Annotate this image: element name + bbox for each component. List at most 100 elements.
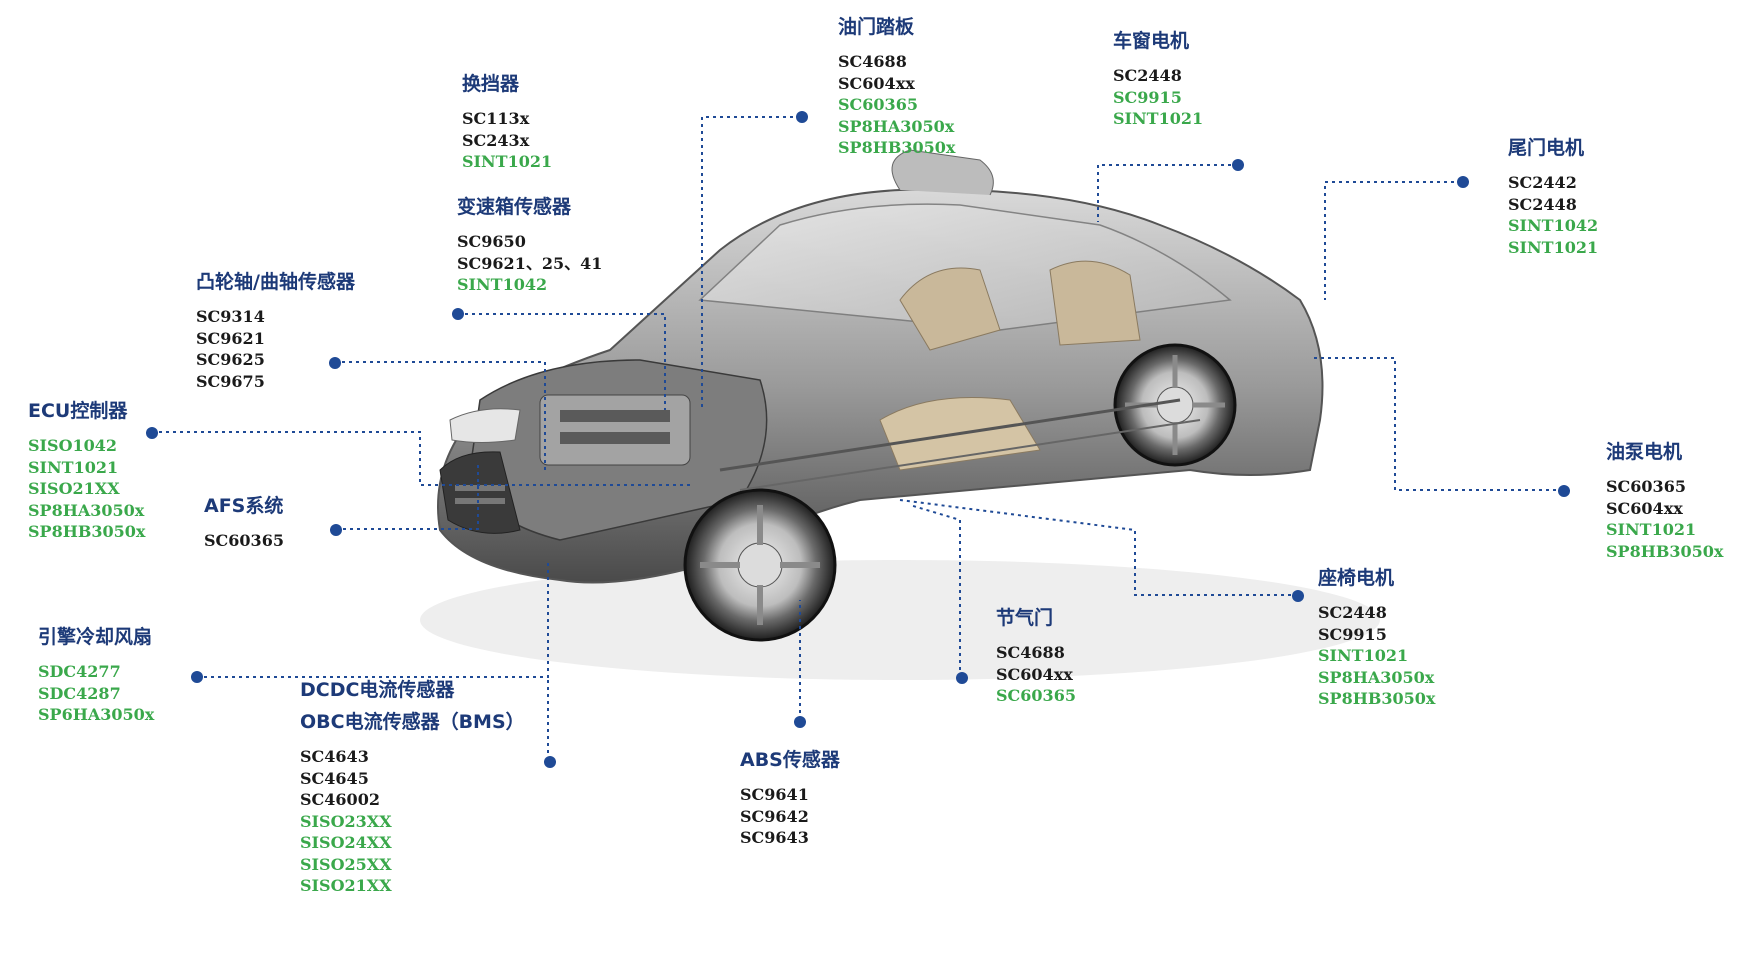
part-number: SC46002 [300, 790, 380, 809]
part-number: SP6HA3050x [38, 705, 155, 724]
part-number: SC60365 [1606, 477, 1686, 496]
part-number: SC2448 [1113, 66, 1182, 85]
part-number: SP8HB3050x [1606, 541, 1724, 561]
callout-title: DCDC电流传感器 [300, 679, 455, 701]
part-number: SC60365 [204, 531, 284, 550]
part-number: SC9915 [1113, 87, 1182, 107]
part-number: SC2448 [1508, 194, 1577, 214]
callout-title: 油门踏板 [838, 16, 915, 38]
part-number: SC113x [462, 109, 530, 128]
part-number: SC9625 [196, 350, 265, 369]
part-number: SC9650 [457, 232, 526, 251]
part-number: SINT1021 [1318, 646, 1409, 665]
dot-afs [330, 524, 342, 536]
part-number: SINT1042 [457, 275, 548, 294]
part-number: SDC4287 [38, 683, 121, 703]
part-number: SC9621、25、41 [457, 253, 603, 273]
leader-youmen [701, 116, 800, 410]
part-number: SINT1021 [1606, 520, 1697, 539]
part-list: SC60365 [204, 530, 284, 552]
part-number: SINT1021 [462, 152, 553, 171]
part-number: SC4688 [838, 52, 907, 71]
part-number: SISO23XX [300, 811, 392, 831]
part-number: SC9621 [196, 328, 265, 348]
part-number: SISO21XX [28, 479, 120, 498]
callout-title: 引擎冷却风扇 [38, 626, 153, 648]
part-number: SP8HA3050x [28, 500, 145, 520]
part-number: SC4645 [300, 768, 369, 788]
part-number: SC60365 [838, 95, 918, 114]
part-number: SC243x [462, 130, 530, 150]
callout-title: ECU控制器 [28, 400, 128, 422]
leader-dots [146, 111, 1570, 768]
leader-chechuang [1097, 164, 1238, 222]
part-number: SC2448 [1318, 603, 1387, 622]
callout-title: 凸轮轴/曲轴传感器 [196, 271, 355, 293]
leader-jieqimen [909, 504, 961, 677]
part-number: SC9642 [740, 806, 809, 826]
callout-afs: AFS系统 SC60365 [204, 494, 284, 552]
callout-title: 尾门电机 [1508, 137, 1585, 159]
callout-title: 油泵电机 [1606, 441, 1683, 463]
part-number: SP8HA3050x [1318, 667, 1435, 687]
callout-title: 车窗电机 [1113, 30, 1190, 52]
leader-weimen [1324, 181, 1461, 300]
dot-weimen [1457, 176, 1469, 188]
dot-biansuxiang [452, 308, 464, 320]
dot-jieqimen [956, 672, 968, 684]
leader-ecu [152, 431, 690, 486]
callout-title: 座椅电机 [1318, 567, 1395, 589]
callout-title: 换挡器 [462, 73, 520, 95]
callout-title: ABS传感器 [740, 749, 840, 771]
callout-subtitle: OBC电流传感器（BMS） [300, 711, 525, 733]
part-number: SC9643 [740, 828, 809, 847]
dot-abs [794, 716, 806, 728]
part-number: SINT1042 [1508, 216, 1599, 235]
callout-title: AFS系统 [204, 495, 284, 517]
part-number: SDC4277 [38, 662, 121, 681]
part-number: SISO1042 [28, 436, 118, 455]
part-number: SINT1021 [1113, 109, 1204, 128]
dot-youmen [796, 111, 808, 123]
part-number: SISO21XX [300, 876, 392, 895]
dot-ecu [146, 427, 158, 439]
part-number: SC9314 [196, 307, 265, 326]
part-number: SC60365 [996, 686, 1076, 705]
leader-afs [336, 465, 479, 530]
part-number: SP8HA3050x [838, 116, 955, 136]
part-number: SISO24XX [300, 833, 392, 852]
dot-zuoyi [1292, 590, 1304, 602]
callout-title: 变速箱传感器 [457, 196, 572, 218]
leader-lines [152, 116, 1563, 760]
part-number: SINT1021 [28, 457, 119, 477]
part-number: SC9675 [196, 371, 265, 391]
part-number: SC2442 [1508, 173, 1577, 192]
leader-yinqing [197, 560, 549, 678]
part-number: SINT1021 [1508, 237, 1599, 257]
part-number: SC9641 [740, 785, 809, 804]
part-number: SP8HB3050x [838, 138, 956, 157]
leader-tulunzhou [335, 361, 546, 470]
